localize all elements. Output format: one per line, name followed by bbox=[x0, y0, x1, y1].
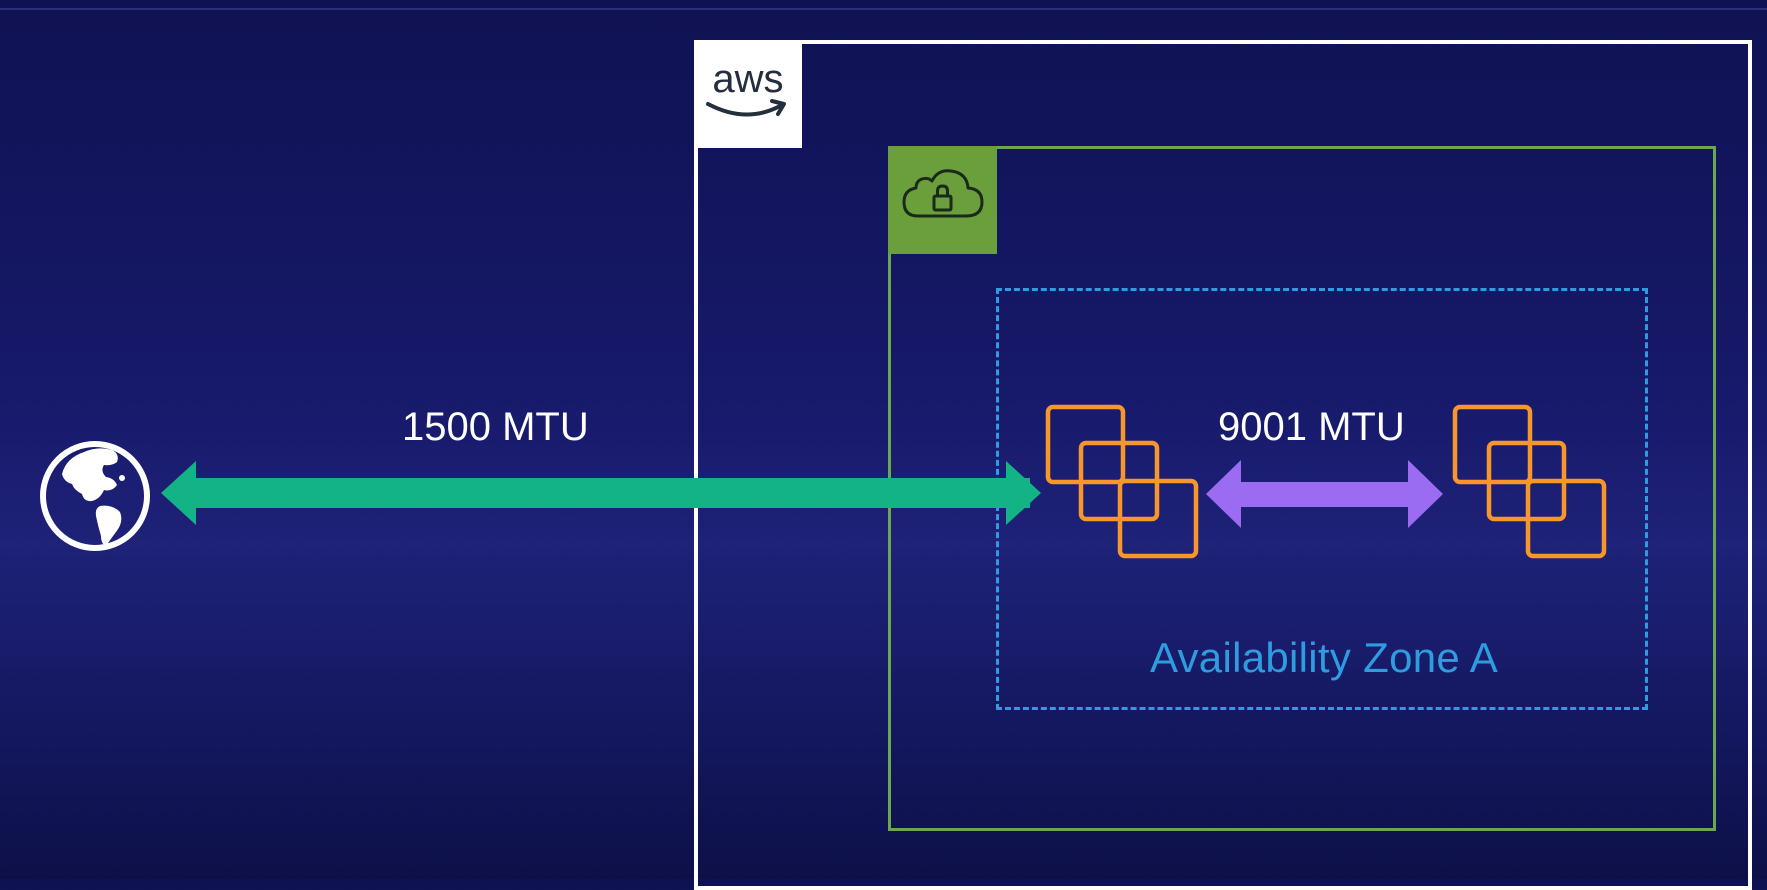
availability-zone-label: Availability Zone A bbox=[1149, 634, 1499, 681]
top-divider-line bbox=[0, 8, 1767, 10]
public-mtu-label: 1500 MTU bbox=[402, 405, 589, 449]
internal-link-arrow bbox=[1206, 460, 1443, 528]
aws-logo-tile: aws bbox=[694, 40, 802, 148]
internal-mtu-label: 9001 MTU bbox=[1218, 405, 1405, 449]
ec2-instances-icon-right bbox=[1452, 404, 1607, 559]
ec2-instances-icon-left bbox=[1045, 404, 1199, 559]
public-link-arrow bbox=[161, 461, 1041, 525]
aws-logo-icon: aws bbox=[706, 57, 786, 117]
aws-logo-text: aws bbox=[712, 57, 783, 101]
cloud-lock-icon bbox=[902, 169, 984, 218]
globe-icon bbox=[40, 441, 150, 551]
vpc-icon-tile bbox=[888, 146, 997, 254]
